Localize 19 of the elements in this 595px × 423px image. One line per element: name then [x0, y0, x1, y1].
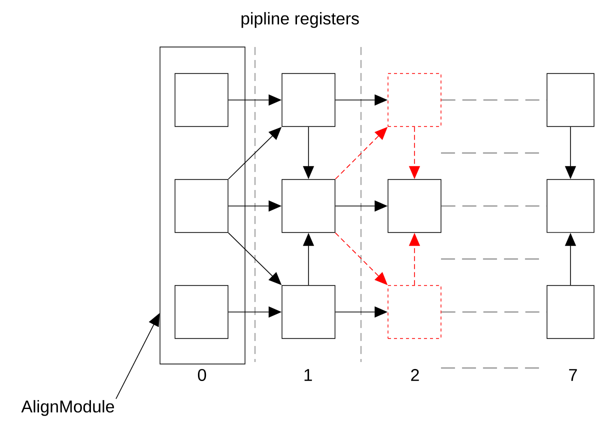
column-number: 7 [569, 369, 577, 381]
register-box [546, 179, 594, 233]
register-box [174, 179, 228, 233]
module-frame [160, 46, 246, 364]
register-box [282, 179, 336, 233]
register-box [546, 73, 594, 127]
empty-register-box [388, 73, 442, 127]
register-box [388, 179, 442, 233]
register-box [282, 73, 336, 127]
register-box [546, 285, 594, 339]
register-box [174, 285, 228, 339]
column-number: 2 [411, 369, 419, 381]
column-number: 0 [198, 368, 206, 381]
column-number: 1 [304, 369, 312, 381]
title: pipline registers [242, 12, 359, 28]
register-box [174, 73, 228, 127]
register-box [282, 285, 336, 339]
module-label: AlignModule [21, 400, 114, 416]
empty-register-box [388, 285, 442, 339]
